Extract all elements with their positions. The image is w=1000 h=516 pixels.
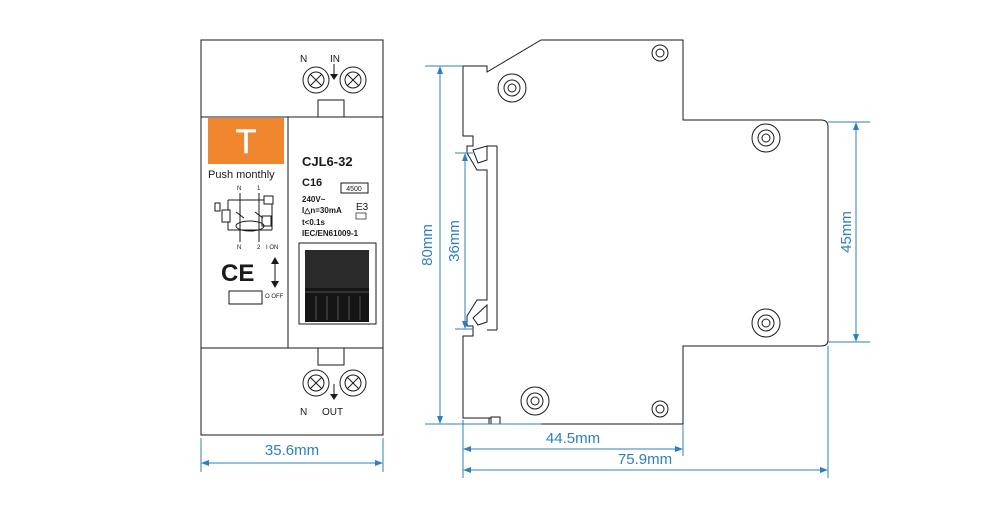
side-view [462,39,829,425]
circuit-schematic: N 1 N 2 I ON [214,186,278,251]
dim-height-face: 45mm [828,121,870,343]
svg-text:1: 1 [257,186,261,192]
dim-width-front-label: 35.6mm [265,442,319,459]
class-code: E3 [356,202,369,213]
bottom-screw-n [302,369,330,397]
front-body-outline [200,39,384,436]
bottom-out-label: OUT [322,407,343,418]
side-screw-mid-bottom [751,308,781,338]
side-body-outline [462,39,829,425]
svg-text:I ON: I ON [266,245,278,251]
trip-time-label: t<0.1s [302,218,325,227]
dim-depth-front-label: 44.5mm [546,430,600,447]
dim-width-front: 35.6mm [200,438,384,472]
bottom-n-label: N [300,407,307,418]
voltage-label: 240V~ [302,195,326,204]
side-screw-bottom-left [520,386,550,416]
dim-height-face-label: 45mm [838,211,855,253]
side-screw-bottom-right [651,400,669,418]
on-off-arrow-icon [271,257,279,288]
toggle-handle[interactable] [298,242,377,325]
dim-height-total-label: 80mm [419,224,436,266]
logo-box [208,118,284,164]
rating-label: C16 [302,177,322,189]
dim-depth-total-label: 75.9mm [618,451,672,468]
test-button[interactable] [228,290,263,305]
push-monthly-label: Push monthly [208,169,275,181]
dim-depth-total: 75.9mm [463,346,829,478]
dim-height-total: 80mm [419,65,541,425]
dim-height-inner: 36mm [446,152,473,330]
ce-mark: CE [221,260,254,287]
svg-text:N: N [237,186,241,192]
front-view: N IN T Push monthly N 1 [200,39,384,436]
off-label: O OFF [265,294,284,300]
top-screw-n [302,66,330,94]
top-n-label: N [300,54,307,65]
bottom-screw-out [339,369,367,397]
top-clip-tab [317,99,345,118]
side-screw-mid-top [751,123,781,153]
residual-current-label: I△n=30mA [302,206,342,215]
side-screw-top-left [497,73,527,103]
dim-depth-front: 44.5mm [462,420,684,478]
side-screw-top-right [651,44,669,62]
standard-label: IEC/EN61009-1 [302,229,359,238]
bottom-clip-tab [317,347,345,366]
logo-letter: T [236,123,257,161]
svg-text:N: N [237,245,241,251]
dim-height-inner-label: 36mm [446,220,463,262]
model-label: CJL6-32 [302,154,353,169]
top-screw-in [339,66,367,94]
breaking-capacity: 4500 [346,186,362,193]
top-in-label: IN [330,54,340,65]
svg-text:2: 2 [257,245,261,251]
